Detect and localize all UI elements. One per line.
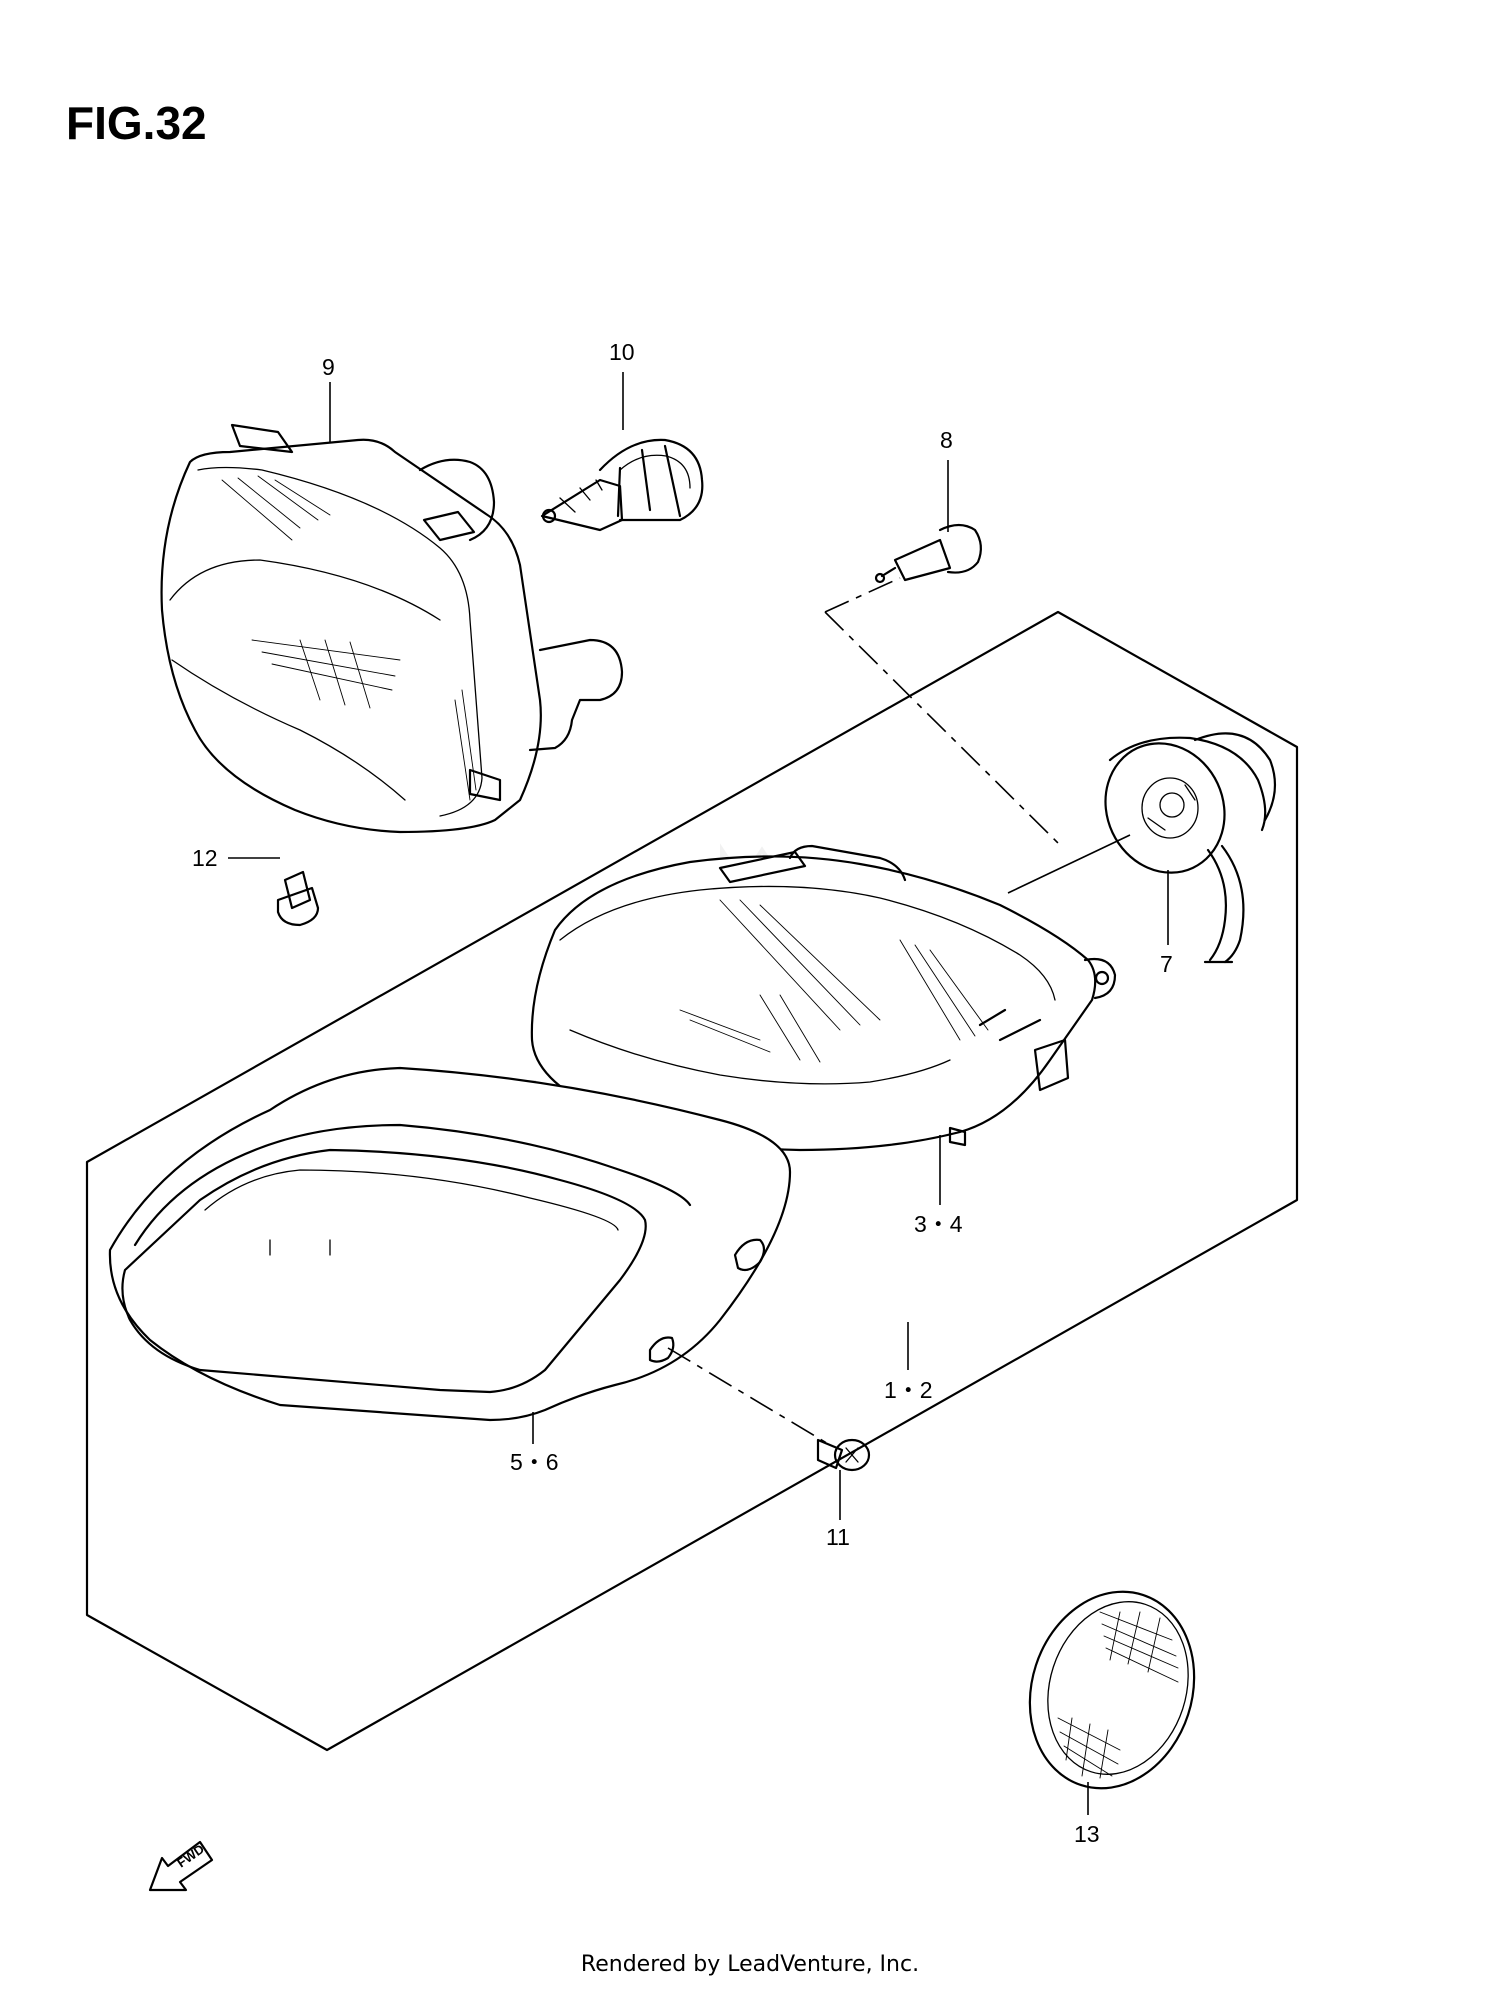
reflector-drawing xyxy=(1028,1590,1196,1790)
callout-5-6: 5・6 xyxy=(510,1449,559,1475)
callout-8: 8 xyxy=(940,427,953,453)
headlight-unit-drawing xyxy=(530,844,1117,1152)
callout-1-2: 1・2 xyxy=(884,1377,933,1403)
callout-9: 9 xyxy=(322,354,335,380)
callout-7: 7 xyxy=(1160,951,1173,977)
callout-12: 12 xyxy=(192,845,218,871)
fwd-arrow-icon: FWD xyxy=(148,1840,214,1892)
callout-13: 13 xyxy=(1074,1821,1100,1847)
headlight-rim-drawing xyxy=(108,1066,792,1422)
callout-11: 11 xyxy=(826,1524,850,1550)
footer-credit: Rendered by LeadVenture, Inc. xyxy=(580,1952,920,1977)
center-line-bulb xyxy=(824,577,1061,846)
leader-7b xyxy=(1007,834,1131,894)
headlight-bulb-drawing xyxy=(540,438,704,532)
callout-10: 10 xyxy=(609,339,635,365)
screw-drawing xyxy=(816,1438,871,1472)
position-bulb-drawing xyxy=(874,523,982,584)
figure-title: FIG.32 xyxy=(66,97,207,149)
bulb-socket-cap-drawing xyxy=(1104,732,1277,964)
callout-3-4: 3・4 xyxy=(914,1211,963,1237)
center-line-screw xyxy=(667,1347,831,1446)
headlight-assembly-upper-drawing xyxy=(160,423,624,834)
assembly-frame xyxy=(85,610,1299,1752)
bolt-drawing xyxy=(276,870,320,927)
